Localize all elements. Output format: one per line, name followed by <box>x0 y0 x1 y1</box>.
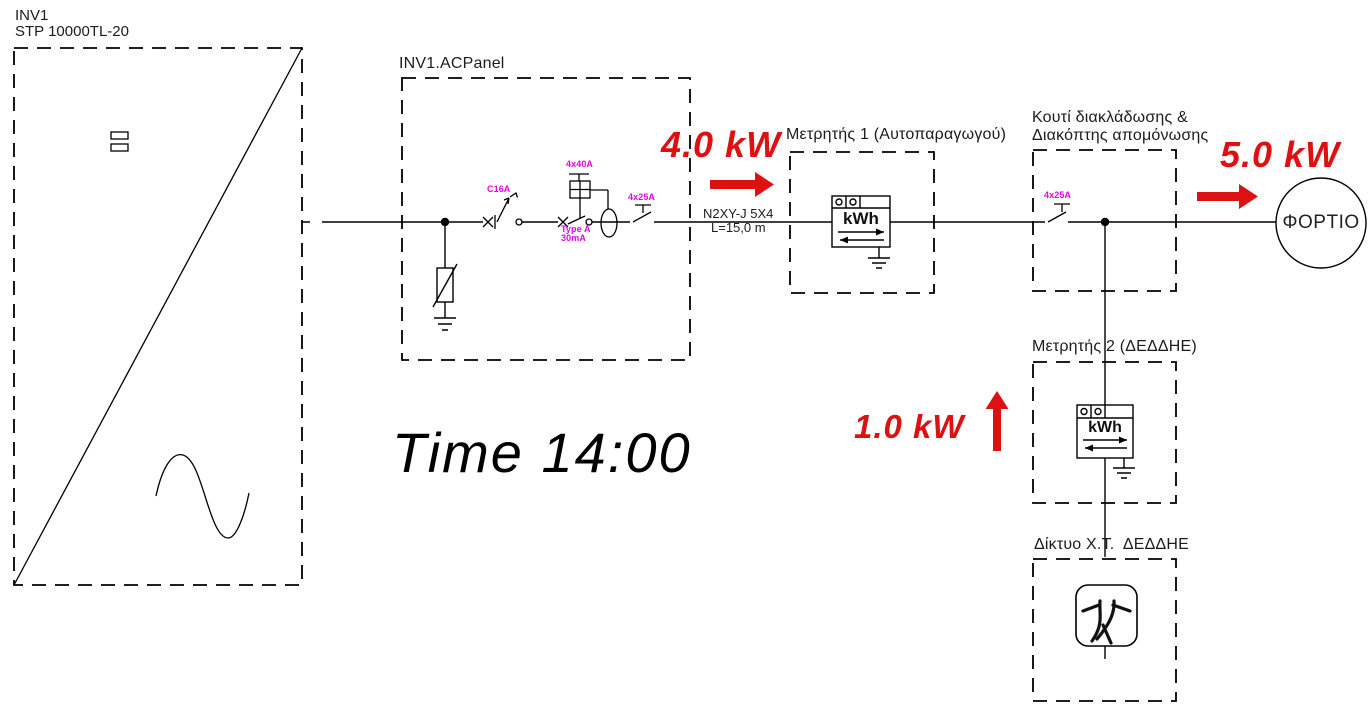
meter1-unit-label: kWh <box>843 209 879 228</box>
meter1-symbol <box>831 195 891 269</box>
load-circle <box>1275 177 1367 269</box>
dc-symbol <box>110 143 129 152</box>
ground-icon <box>868 247 890 269</box>
isolation-switch-rating-label: 4x25A <box>1044 190 1072 200</box>
ground-icon <box>434 302 456 331</box>
breaker-c16a-symbol <box>482 191 523 229</box>
import-arrow-icon <box>1085 444 1093 452</box>
junction-dot <box>440 217 450 227</box>
breaker-rating-label: C16A <box>487 184 511 194</box>
panel-switch-rating-label: 4x25A <box>628 192 656 202</box>
flow-value-grid-import: 1.0 kW <box>854 408 965 445</box>
junction-box-label-line2: Διακόπτης απομόνωσης <box>1032 127 1209 144</box>
inverter-box <box>13 47 303 586</box>
load-label: ΦΟΡΤΙΟ <box>1282 212 1360 233</box>
ac-panel-box <box>401 77 691 361</box>
junction-box-label-line1: Κουτί διακλάδωσης & <box>1032 109 1188 126</box>
ac-sine-symbol <box>155 454 250 539</box>
rcd-rating-label: 4x40A <box>566 159 594 169</box>
junction-dot <box>1100 217 1110 227</box>
meter2-label: Μετρητής 2 (ΔΕΔΔΗΕ) <box>1032 338 1197 355</box>
main-wire <box>302 221 1277 659</box>
export-arrow-icon <box>1119 436 1127 444</box>
inverter-model-label: STP 10000TL-20 <box>15 23 129 40</box>
inverter-symbol <box>13 47 303 586</box>
flow-arrow-right-load <box>1197 184 1258 209</box>
inverter-name-label: INV1 <box>15 7 49 24</box>
time-label: Time 14:00 <box>392 421 692 484</box>
cable-type-label: N2XY-J 5X4 <box>703 206 774 221</box>
flow-value-inverter-output: 4.0 kW <box>661 124 782 165</box>
rcd-sensitivity-label: 30mA <box>561 233 586 243</box>
flow-value-load: 5.0 kW <box>1220 134 1341 175</box>
import-arrow-icon <box>840 236 848 244</box>
switch-4x25a-panel-symbol <box>632 204 652 223</box>
ac-panel-label: INV1.ACPanel <box>399 55 505 72</box>
meter1-label: Μετρητής 1 (Αυτοπαραγωγού) <box>786 126 1007 143</box>
cable-length-label: L=15,0 m <box>711 220 766 235</box>
rcd-symbol <box>557 173 618 238</box>
grid-tower-icon <box>1075 584 1138 647</box>
ct-toroid-icon <box>600 208 618 238</box>
grid-box <box>1032 558 1177 702</box>
rcd-type-label: Type A <box>561 224 591 234</box>
grid-label: Δίκτυο Χ.Τ. ΔΕΔΔΗΕ <box>1034 536 1190 553</box>
export-arrow-icon <box>876 228 884 236</box>
meter2-unit-label: kWh <box>1088 419 1122 436</box>
meter2-symbol <box>1076 404 1135 479</box>
dc-symbol <box>110 131 129 140</box>
flow-arrow-up-grid <box>985 391 1009 451</box>
flow-arrows <box>710 172 1258 451</box>
dashed-enclosures <box>13 47 1177 702</box>
surge-protector-symbol <box>432 226 458 331</box>
switch-4x25a-isolation-symbol <box>1047 203 1070 223</box>
flow-arrow-right-inverter <box>710 172 774 197</box>
ground-icon <box>1113 458 1135 479</box>
